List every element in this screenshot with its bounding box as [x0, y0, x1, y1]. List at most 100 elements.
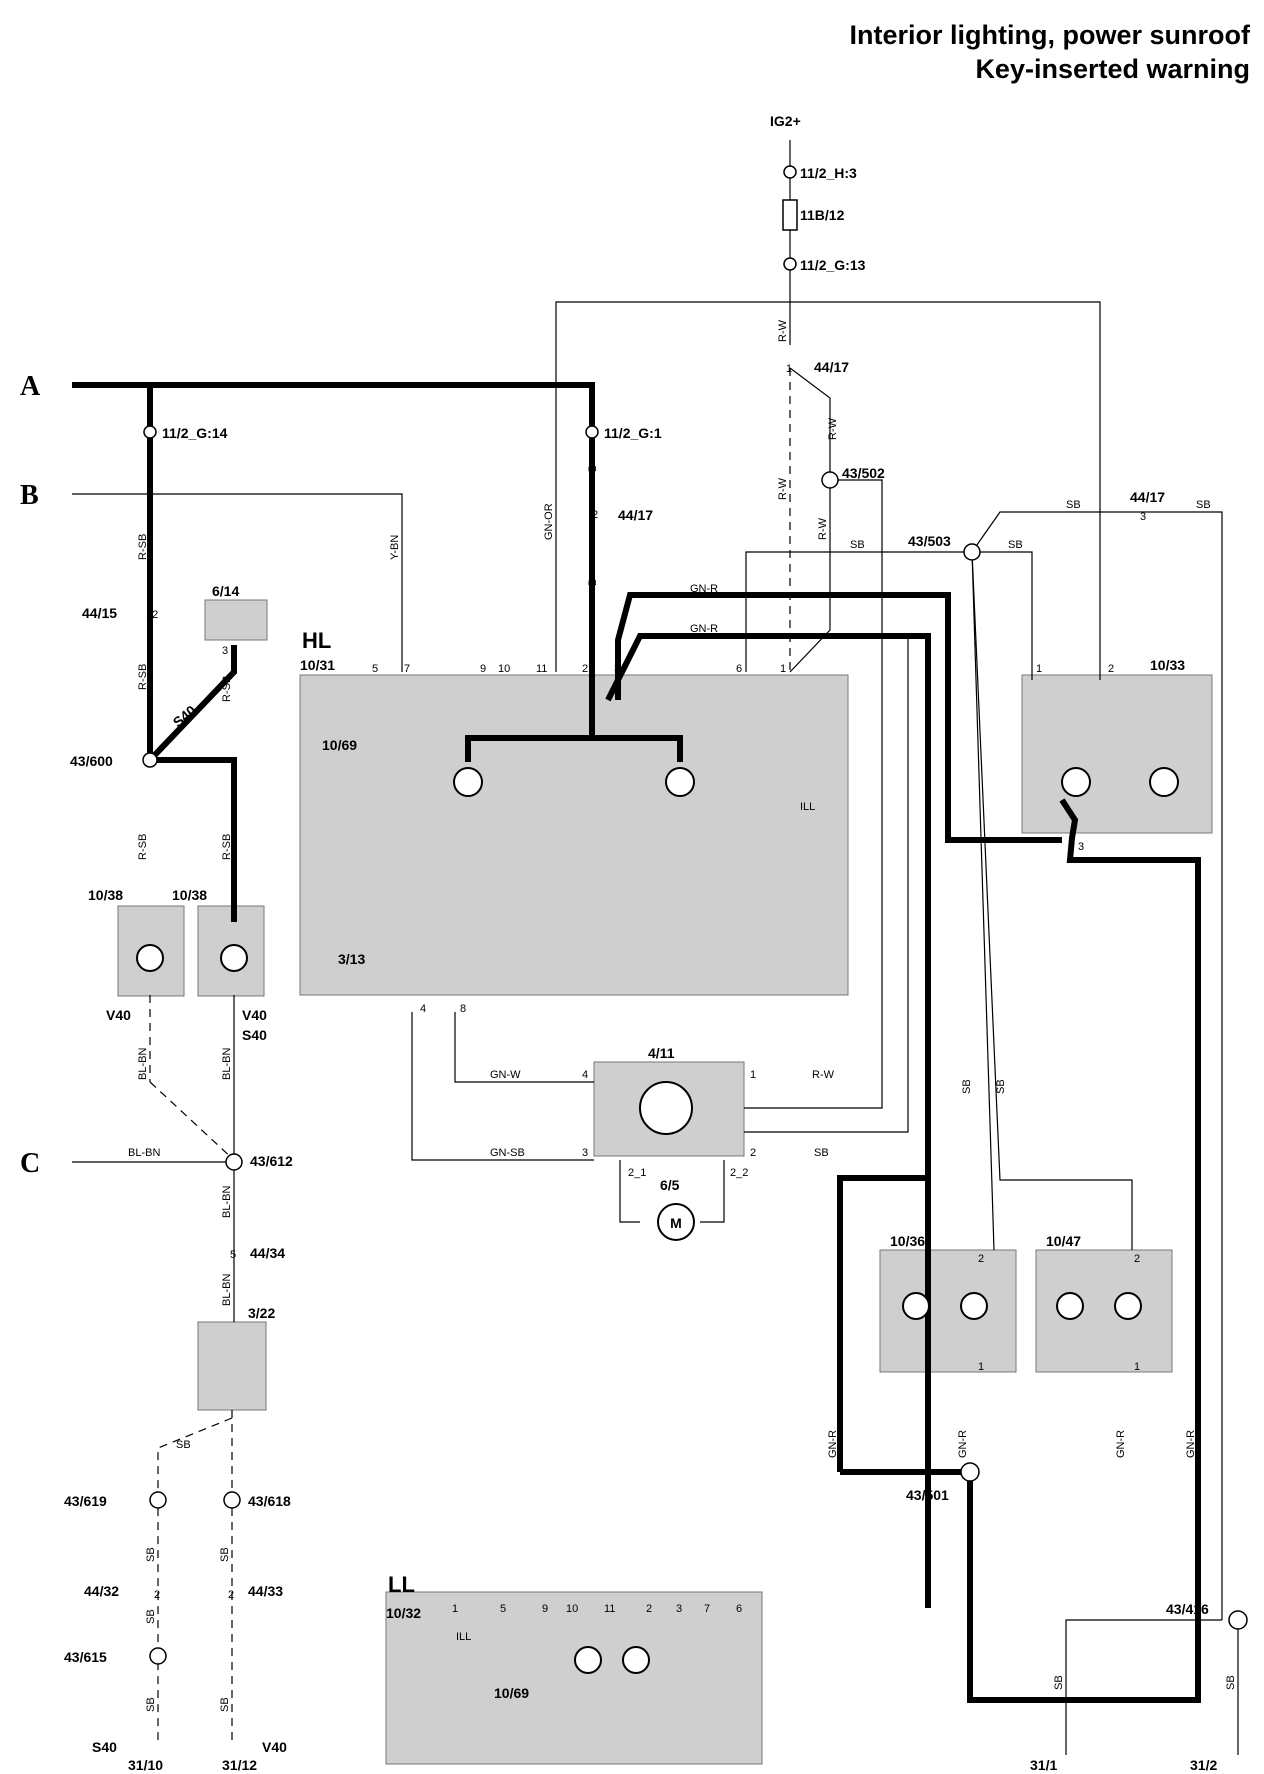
wire-b1: B [587, 465, 599, 472]
hl-module-box [299, 674, 849, 996]
wire-rsb5: R-SB [221, 834, 233, 860]
variant-v3: S40 [242, 1027, 267, 1043]
wire-b2: B [587, 579, 599, 586]
conn-c10: 44/17 [618, 507, 653, 523]
m1033-pin-2: 2 [1108, 663, 1114, 675]
m614-box [204, 599, 268, 641]
m1038a-label: 10/38 [88, 887, 123, 903]
wire-gnsb: GN-SB [490, 1147, 525, 1159]
wire-blbn4: BL-BN [221, 1186, 233, 1218]
wire-sb5: SB [814, 1147, 829, 1159]
conn-c1: 11/2_H:3 [800, 165, 857, 181]
conn-c6: 43/503 [908, 533, 951, 549]
wire-gnr4: GN-R [957, 1430, 969, 1458]
pin-4433: 2 [228, 1589, 234, 1601]
wire-sb11: SB [145, 1609, 157, 1624]
conn-c11: 44/15 [82, 605, 117, 621]
wire-gnw: GN-W [490, 1069, 521, 1081]
ll-module-box [385, 1591, 763, 1765]
pin-4415: 12 [146, 609, 158, 621]
wire-gnr2: GN-R [690, 623, 718, 635]
m322-label: 3/22 [248, 1305, 275, 1321]
pin-614: 3 [222, 645, 228, 657]
pin-labels: 5 7 9 10 11 2 3 6 1 4 8 1 5 9 10 11 2 3 … [146, 363, 1146, 1615]
conn-c15: 43/619 [64, 1493, 107, 1509]
conn-c25: 31/2 [1190, 1757, 1217, 1773]
conn-c23: 31/12 [222, 1757, 257, 1773]
wire-sb14: SB [1053, 1675, 1065, 1690]
output-arrows: A B C [20, 371, 41, 1179]
wire-sb6: SB [961, 1079, 973, 1094]
conn-c16: 43/618 [248, 1493, 291, 1509]
m1031-label: 10/31 [300, 657, 335, 673]
m1033-label: 10/33 [1150, 657, 1185, 673]
m1032-label: 10/32 [386, 1605, 421, 1621]
m411-pin-2-1: 2_1 [628, 1167, 646, 1179]
diagram-title: Interior lighting, power sunroof [849, 20, 1250, 50]
hl-label: HL [302, 628, 331, 653]
pin-4417c: 3 [1140, 511, 1146, 523]
wire-sb9: SB [145, 1547, 157, 1562]
hl-pin-1: 1 [780, 663, 786, 675]
wire-rsb3: R-SB [221, 676, 233, 702]
conn-c12: 43/600 [70, 753, 113, 769]
hl-pin-4: 4 [420, 1003, 426, 1015]
m1036-box [879, 1249, 1017, 1373]
m1036-pin-1: 1 [978, 1361, 984, 1373]
conn-c21: 43/416 [1166, 1601, 1209, 1617]
variant-v5: S40 [92, 1739, 117, 1755]
m1047-pin-2: 2 [1134, 1253, 1140, 1265]
lamp-1038a-box [117, 905, 185, 997]
arrow-b-label: B [20, 480, 39, 511]
wire-gnr5: GN-R [1115, 1430, 1127, 1458]
wire-sb12: SB [145, 1697, 157, 1712]
wire-blbn3: BL-BN [128, 1147, 160, 1159]
m411-pin-2: 2 [750, 1147, 756, 1159]
ll-pin-10: 10 [566, 1603, 578, 1615]
wire-ybn: Y-BN [389, 535, 401, 560]
wire-rsb4: R-SB [137, 834, 149, 860]
thin-wires [72, 140, 1239, 1755]
m1047-pin-1: 1 [1134, 1361, 1140, 1373]
pin-4432: 2 [154, 1589, 160, 1601]
m1069a-label: 10/69 [322, 737, 357, 753]
hl-pin-2: 2 [582, 663, 588, 675]
hl-pin-5: 5 [372, 663, 378, 675]
title-block: Interior lighting, power sunroof Key-ins… [850, 18, 1250, 86]
pin-4434: 5 [230, 1249, 236, 1261]
thick-wires [72, 382, 1201, 1703]
wire-blbn5: BL-BN [221, 1274, 233, 1306]
switch-322-box [197, 1321, 267, 1411]
wire-sb7: SB [995, 1079, 1007, 1094]
pin-4417a: 1 [786, 363, 792, 375]
motor-symbol: M [670, 1215, 682, 1231]
conn-c8: 11/2_G:14 [162, 425, 228, 441]
conn-c14: 44/34 [250, 1245, 285, 1261]
wire-blbn1: BL-BN [137, 1048, 149, 1080]
wire-sb10: SB [219, 1547, 231, 1562]
hl-pin-3: 3 [614, 663, 620, 675]
conn-c3: 11/2_G:13 [800, 257, 866, 273]
conn-c2: 11B/12 [800, 207, 845, 223]
conn-c18: 44/33 [248, 1583, 283, 1599]
wire-rsb2: R-SB [137, 664, 149, 690]
conn-c13: 43/612 [250, 1153, 293, 1169]
wire-gnr6: GN-R [1185, 1430, 1197, 1458]
hl-pin-8: 8 [460, 1003, 466, 1015]
m1036-pin-2: 2 [978, 1253, 984, 1265]
hl-pin-9: 9 [480, 663, 486, 675]
wire-rw3: R-W [777, 477, 789, 500]
nodes [142, 165, 1248, 1665]
wire-rw4: R-W [817, 517, 829, 540]
wire-rsb1: R-SB [137, 534, 149, 560]
wire-sb13: SB [219, 1697, 231, 1712]
diagram-subtitle: Key-inserted warning [975, 54, 1250, 84]
ll-pin-9: 9 [542, 1603, 548, 1615]
m1038b-label: 10/38 [172, 887, 207, 903]
conn-c4: 44/17 [814, 359, 849, 375]
m1033-pin-1: 1 [1036, 663, 1042, 675]
ll-label: LL [388, 1572, 415, 1597]
m1033-pin-3: 3 [1078, 841, 1084, 853]
ll-pin-5: 5 [500, 1603, 506, 1615]
ill-label-ll: ILL [456, 1631, 471, 1643]
